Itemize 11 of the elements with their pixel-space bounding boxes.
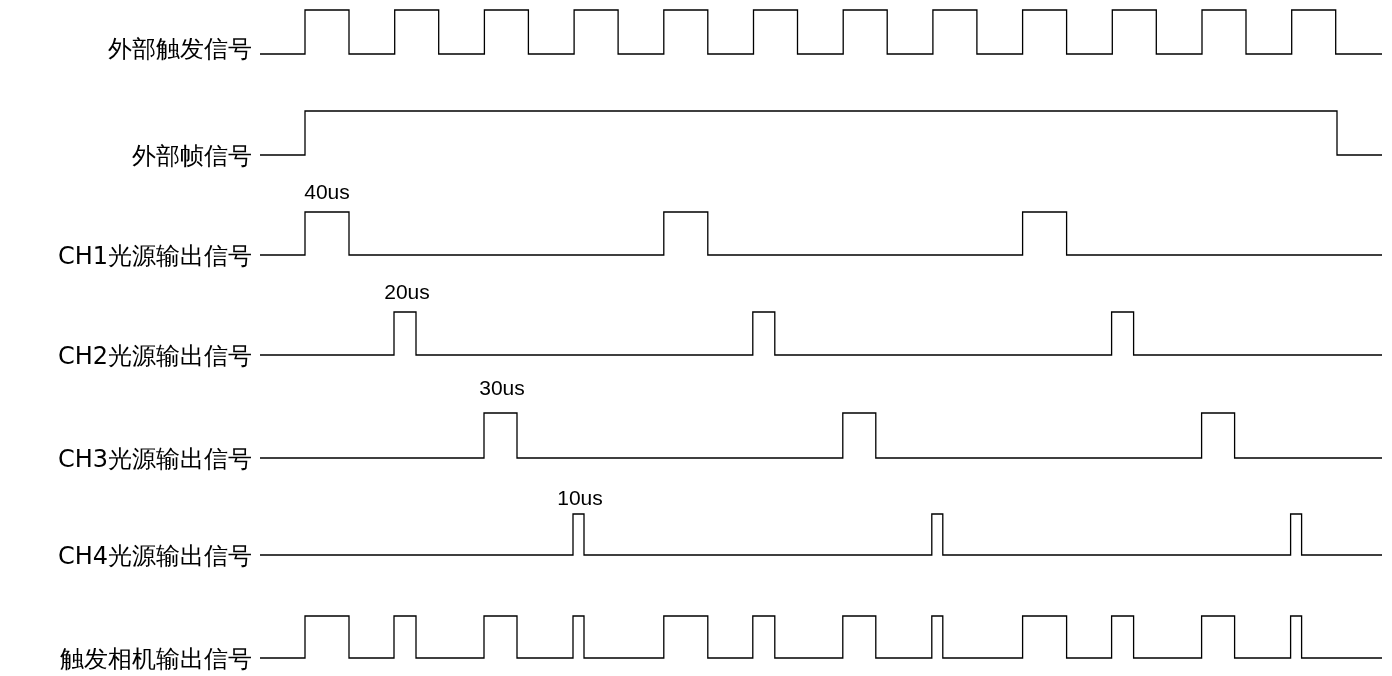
signal-label: CH1光源输出信号 — [57, 242, 252, 270]
signal-label: 触发相机输出信号 — [60, 645, 252, 673]
signal-label: CH2光源输出信号 — [57, 342, 252, 370]
pulse-width-label: 10us — [557, 486, 603, 510]
pulse-width-label: 20us — [384, 280, 430, 304]
signal-label: CH4光源输出信号 — [57, 542, 252, 570]
signal-label: 外部帧信号 — [132, 142, 252, 170]
pulse-width-label: 40us — [304, 180, 350, 204]
signal-label: 外部触发信号 — [108, 35, 252, 63]
signal-label: CH3光源输出信号 — [57, 445, 252, 473]
pulse-width-label: 30us — [479, 376, 525, 400]
